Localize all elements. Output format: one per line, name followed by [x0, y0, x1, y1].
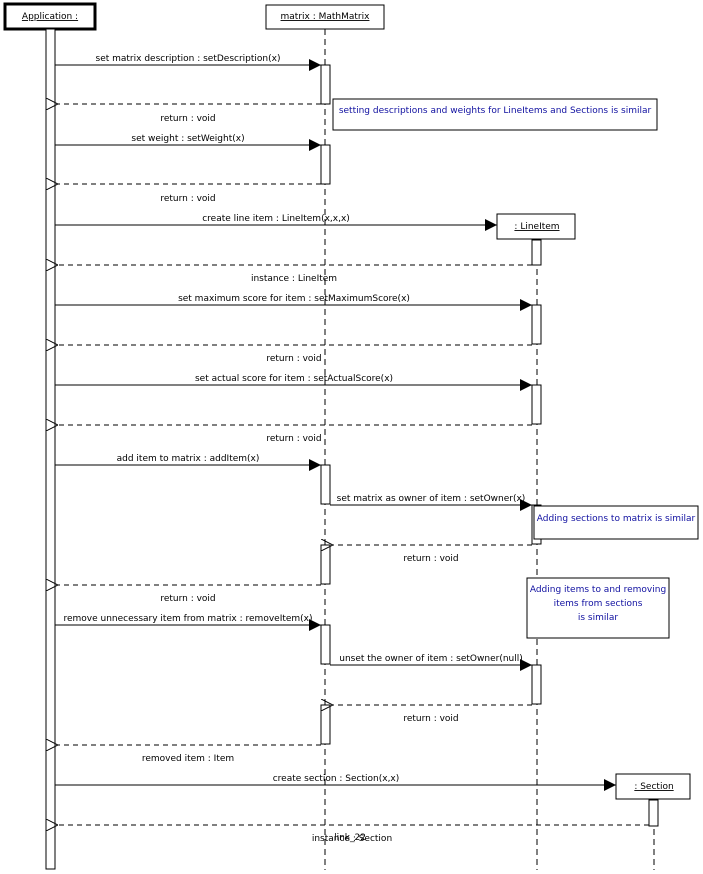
message-label: set maximum score for item : setMaximumS…	[178, 294, 410, 304]
return-label: return : void	[266, 354, 321, 364]
return-label: return : void	[160, 114, 215, 124]
activation-matrix	[320, 144, 331, 185]
message-label: create line item : LineItem(x,x,x)	[202, 214, 350, 224]
return-label: removed item : Item	[142, 754, 234, 764]
message-label: set matrix as owner of item : setOwner(x…	[337, 494, 526, 504]
activation-application	[45, 28, 56, 870]
object-lineitem-label: : LineItem	[514, 222, 559, 232]
return-label: instance : Section	[312, 834, 392, 844]
message-label: unset the owner of item : setOwner(null)	[339, 654, 523, 664]
activation-lineitem	[531, 384, 542, 425]
activation-lineitem	[531, 239, 542, 266]
message-label: create section : Section(x,x)	[273, 774, 400, 784]
return-label: instance : LineItem	[251, 274, 337, 284]
note-text-line: Adding items to and removing	[530, 585, 666, 595]
message-label: set actual score for item : setActualSco…	[195, 374, 393, 384]
object-application-label: Application :	[22, 12, 78, 22]
note-adding-removing-items: Adding items to and removing items from …	[526, 577, 670, 639]
message-label: add item to matrix : addItem(x)	[117, 454, 260, 464]
return-label: return : void	[266, 434, 321, 444]
object-application[interactable]: Application :	[3, 2, 97, 31]
return-label: return : void	[403, 554, 458, 564]
activation-matrix	[320, 544, 331, 585]
note-text-line: items from sections	[554, 599, 643, 609]
link-label: link_22	[334, 833, 366, 843]
message-label: set weight : setWeight(x)	[131, 134, 244, 144]
note-adding-sections: Adding sections to matrix is similar	[533, 505, 699, 540]
activation-matrix	[320, 624, 331, 665]
activation-lineitem	[531, 664, 542, 705]
return-label: return : void	[160, 194, 215, 204]
activation-section	[648, 799, 659, 827]
note-text-line: is similar	[578, 613, 619, 623]
object-section-label: : Section	[634, 782, 673, 792]
activation-matrix	[320, 704, 331, 745]
activation-lineitem	[531, 304, 542, 345]
return-label: return : void	[403, 714, 458, 724]
return-label: return : void	[160, 594, 215, 604]
object-lineitem[interactable]: : LineItem	[496, 213, 576, 240]
note-text: Adding sections to matrix is similar	[537, 514, 696, 524]
object-matrix-label: matrix : MathMatrix	[281, 12, 371, 22]
note-text: setting descriptions and weights for Lin…	[339, 106, 652, 116]
message-label: remove unnecessary item from matrix : re…	[63, 614, 312, 624]
note-descriptions-weights: setting descriptions and weights for Lin…	[332, 98, 658, 131]
activation-matrix	[320, 64, 331, 105]
object-section[interactable]: : Section	[615, 773, 691, 800]
object-matrix[interactable]: matrix : MathMatrix	[265, 4, 385, 30]
message-label: set matrix description : setDescription(…	[96, 54, 281, 64]
activation-matrix	[320, 464, 331, 505]
